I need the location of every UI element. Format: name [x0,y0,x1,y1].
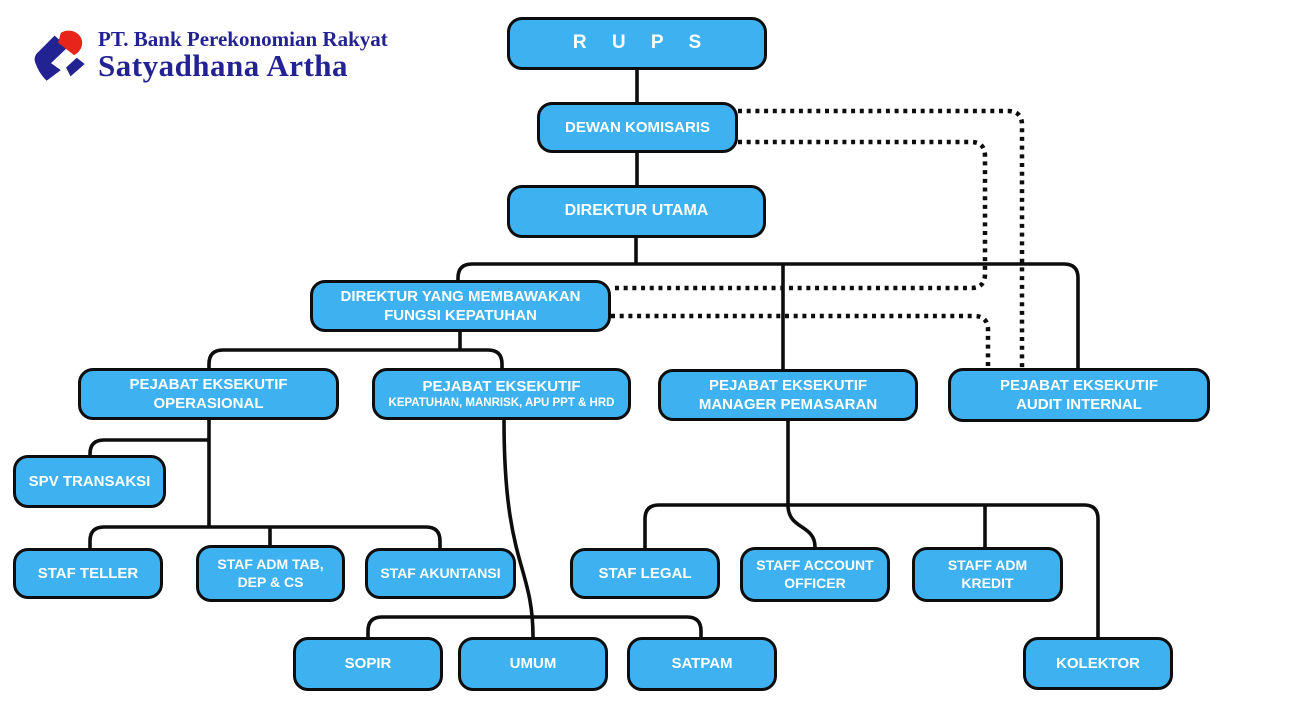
company-logo: PT. Bank Perekonomian Rakyat Satyadhana … [28,28,388,84]
edge-dirkep-span [207,348,504,368]
org-node-spv-transaksi-label: SPV TRANSAKSI [28,472,151,490]
org-node-staf-adm-tab: STAF ADM TAB, DEP & CS [196,545,345,602]
edge-pemasaran-span [643,503,1100,637]
org-node-pe-audit-label: PEJABAT EKSEKUTIF AUDIT INTERNAL [999,376,1159,413]
dotted-dewan-dirkep [611,139,988,291]
org-node-kolektor: KOLEKTOR [1023,637,1173,690]
org-node-staff-adm-kredit-label: STAFF ADM KREDIT [947,556,1028,591]
dotted-dewan-audit [738,108,1025,368]
org-node-pe-operasional-label: PEJABAT EKSEKUTIF OPERASIONAL [129,375,288,412]
org-node-sopir-label: SOPIR [344,655,392,673]
org-node-staf-legal-label: STAF LEGAL [598,564,692,582]
org-node-umum-label: UMUM [509,655,557,673]
org-node-dewan-komisaris-label: DEWAN KOMISARIS [564,118,710,136]
edge-staf-span [88,525,442,548]
org-node-rups: R U P S [507,17,767,70]
org-node-pe-kepatuhan-label: PEJABAT EKSEKUTIF [422,377,581,395]
org-node-staf-adm-tab-label: STAF ADM TAB, DEP & CS [217,555,324,590]
solid-connectors [88,70,1100,638]
org-node-spv-transaksi: SPV TRANSAKSI [13,455,166,508]
bank-logo-icon [34,30,85,81]
org-node-direktur-kepatuhan: DIREKTUR YANG MEMBAWAKAN FUNGSI KEPATUHA… [310,280,611,332]
org-node-dewan-komisaris: DEWAN KOMISARIS [537,102,738,153]
org-node-staff-account-officer: STAFF ACCOUNT OFFICER [740,547,890,602]
org-node-satpam: SATPAM [627,637,777,691]
org-node-staf-teller: STAF TELLER [13,548,163,599]
org-node-kolektor-label: KOLEKTOR [1056,654,1140,672]
org-node-pe-operasional: PEJABAT EKSEKUTIF OPERASIONAL [78,368,339,420]
org-node-staf-akuntansi-label: STAF AKUNTANSI [380,564,501,581]
company-name-line1: PT. Bank Perekonomian Rakyat [98,27,388,51]
org-node-satpam-label: SATPAM [671,655,733,673]
org-node-pe-kepatuhan: PEJABAT EKSEKUTIF KEPATUHAN, MANRISK, AP… [372,368,631,420]
edge-account-officer-jog [786,504,817,548]
org-node-pe-pemasaran: PEJABAT EKSEKUTIF MANAGER PEMASARAN [658,369,918,421]
edge-kepatuhan-umum [502,419,535,638]
org-node-staff-adm-kredit: STAFF ADM KREDIT [912,547,1063,602]
edge-spv-branch [88,438,209,455]
org-node-staf-legal: STAF LEGAL [570,548,720,599]
org-node-pe-pemasaran-label: PEJABAT EKSEKUTIF MANAGER PEMASARAN [698,376,878,413]
edge-dirut-span [456,262,1080,368]
org-node-staff-account-officer-label: STAFF ACCOUNT OFFICER [756,556,874,591]
company-name-line2: Satyadhana Artha [98,48,349,84]
org-node-pe-audit: PEJABAT EKSEKUTIF AUDIT INTERNAL [948,368,1210,422]
org-node-rups-label: R U P S [572,32,712,54]
dotted-connectors [611,108,1025,368]
org-node-direktur-kepatuhan-label: DIREKTUR YANG MEMBAWAKAN FUNGSI KEPATUHA… [340,287,581,324]
org-node-direktur-utama: DIREKTUR UTAMA [507,185,766,238]
dotted-dirkep-audit [611,313,991,368]
org-node-direktur-utama-label: DIREKTUR UTAMA [564,202,709,220]
edge-umum-span [366,615,703,637]
org-node-staf-teller-label: STAF TELLER [37,564,139,582]
org-node-pe-kepatuhan-sublabel: KEPATUHAN, MANRISK, APU PPT & HRD [388,397,615,410]
company-name: PT. Bank Perekonomian Rakyat Satyadhana … [98,28,388,81]
org-node-umum: UMUM [458,637,608,691]
org-node-sopir: SOPIR [293,637,443,691]
org-node-staf-akuntansi: STAF AKUNTANSI [365,548,516,599]
